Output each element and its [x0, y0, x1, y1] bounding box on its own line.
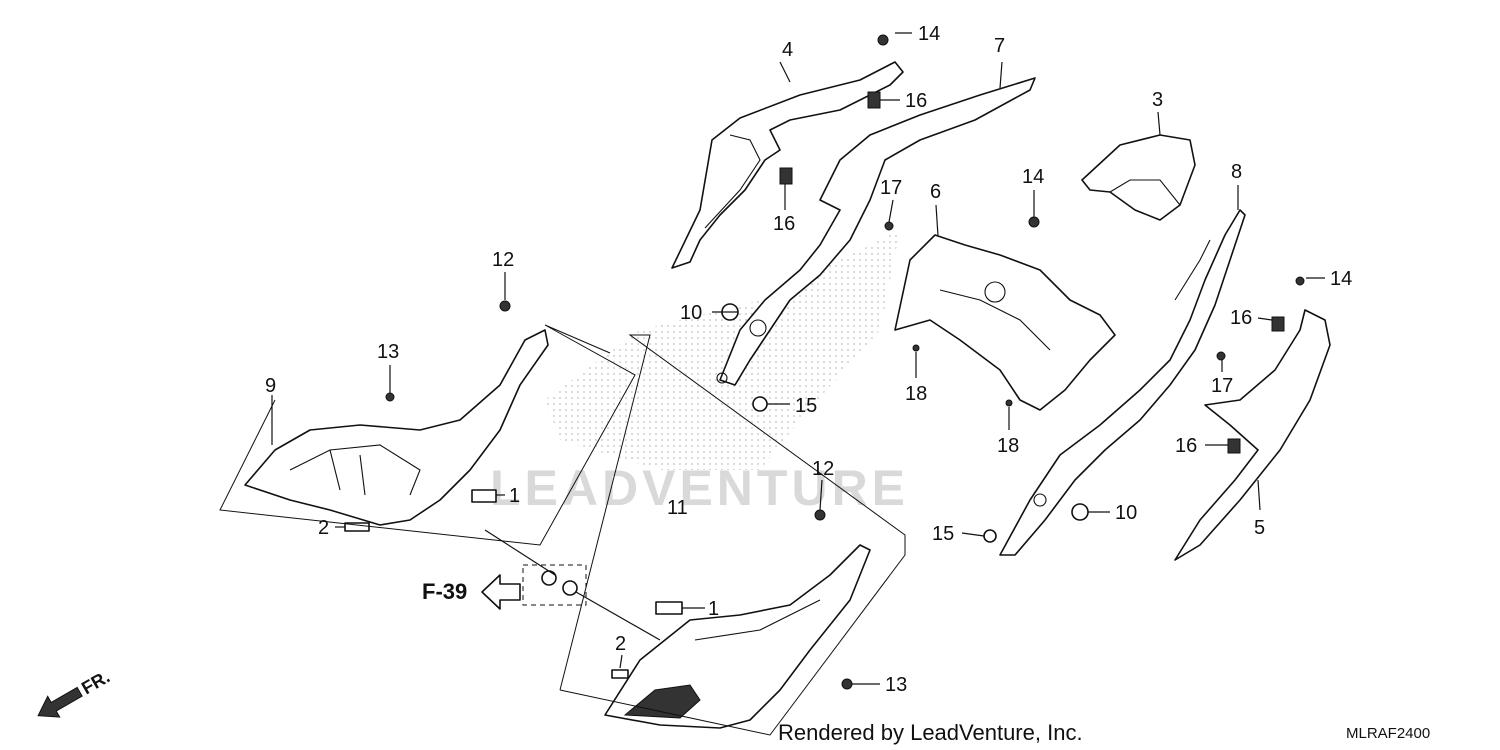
- callout-11: 11: [667, 497, 688, 519]
- callout-7: 7: [994, 35, 1005, 57]
- callout-4: 4: [782, 39, 793, 61]
- part-11-lower-cover-right: [604, 544, 871, 729]
- reference-label: F-39: [422, 579, 467, 604]
- callout-9: 9: [265, 375, 276, 397]
- callout-labels: 4 14 16 16 7 17 3 6 14 8 12 10 15 13 9 1…: [265, 23, 1352, 696]
- front-indicator-label: FR.: [78, 667, 113, 699]
- callout-17: 17: [880, 177, 902, 199]
- callout-14: 14: [918, 23, 940, 45]
- callout-14: 14: [1022, 166, 1044, 188]
- callout-12: 12: [812, 458, 834, 480]
- arrow-left-icon: [481, 574, 521, 610]
- watermark-logo: LEADVENTURE: [490, 230, 909, 516]
- watermark-text: LEADVENTURE: [490, 460, 909, 516]
- callout-2: 2: [615, 633, 626, 655]
- reference-dashed-box: [522, 564, 587, 606]
- callout-14: 14: [1330, 268, 1352, 290]
- front-arrow-icon: [37, 686, 83, 718]
- callout-1: 1: [708, 598, 719, 620]
- callout-6: 6: [930, 181, 941, 203]
- part-3-rear-tip: [1081, 134, 1196, 221]
- callout-16: 16: [1230, 307, 1252, 329]
- part-6-center-cowl: [894, 234, 1116, 411]
- callout-17: 17: [1211, 375, 1233, 397]
- diagram-code: MLRAF2400: [1346, 725, 1430, 742]
- callout-5: 5: [1254, 517, 1265, 539]
- callout-8: 8: [1231, 161, 1242, 183]
- part-4-rear-cowl-left: [671, 61, 904, 269]
- callout-16: 16: [1175, 435, 1197, 457]
- callout-15: 15: [932, 523, 954, 545]
- callout-18: 18: [905, 383, 927, 405]
- part-9-lower-cover-left: [244, 329, 549, 526]
- callout-10: 10: [680, 302, 702, 324]
- callout-16: 16: [773, 213, 795, 235]
- callout-16: 16: [905, 90, 927, 112]
- callout-18: 18: [997, 435, 1019, 457]
- group-outlines: [219, 324, 906, 736]
- callout-13: 13: [885, 674, 907, 696]
- callout-10: 10: [1115, 502, 1137, 524]
- footer-credit: Rendered by LeadVenture, Inc.: [778, 720, 1083, 745]
- part-8-side-frame-right: [999, 209, 1246, 556]
- callout-1: 1: [509, 485, 520, 507]
- callout-3: 3: [1152, 89, 1163, 111]
- callout-2: 2: [318, 517, 329, 539]
- leader-lines: [271, 32, 1325, 685]
- part-7-side-frame: [716, 77, 1036, 386]
- callout-12: 12: [492, 249, 514, 271]
- callout-13: 13: [377, 341, 399, 363]
- front-indicator: FR.: [37, 667, 113, 718]
- part-5-rear-cowl-right: [1174, 309, 1331, 561]
- callout-15: 15: [795, 395, 817, 417]
